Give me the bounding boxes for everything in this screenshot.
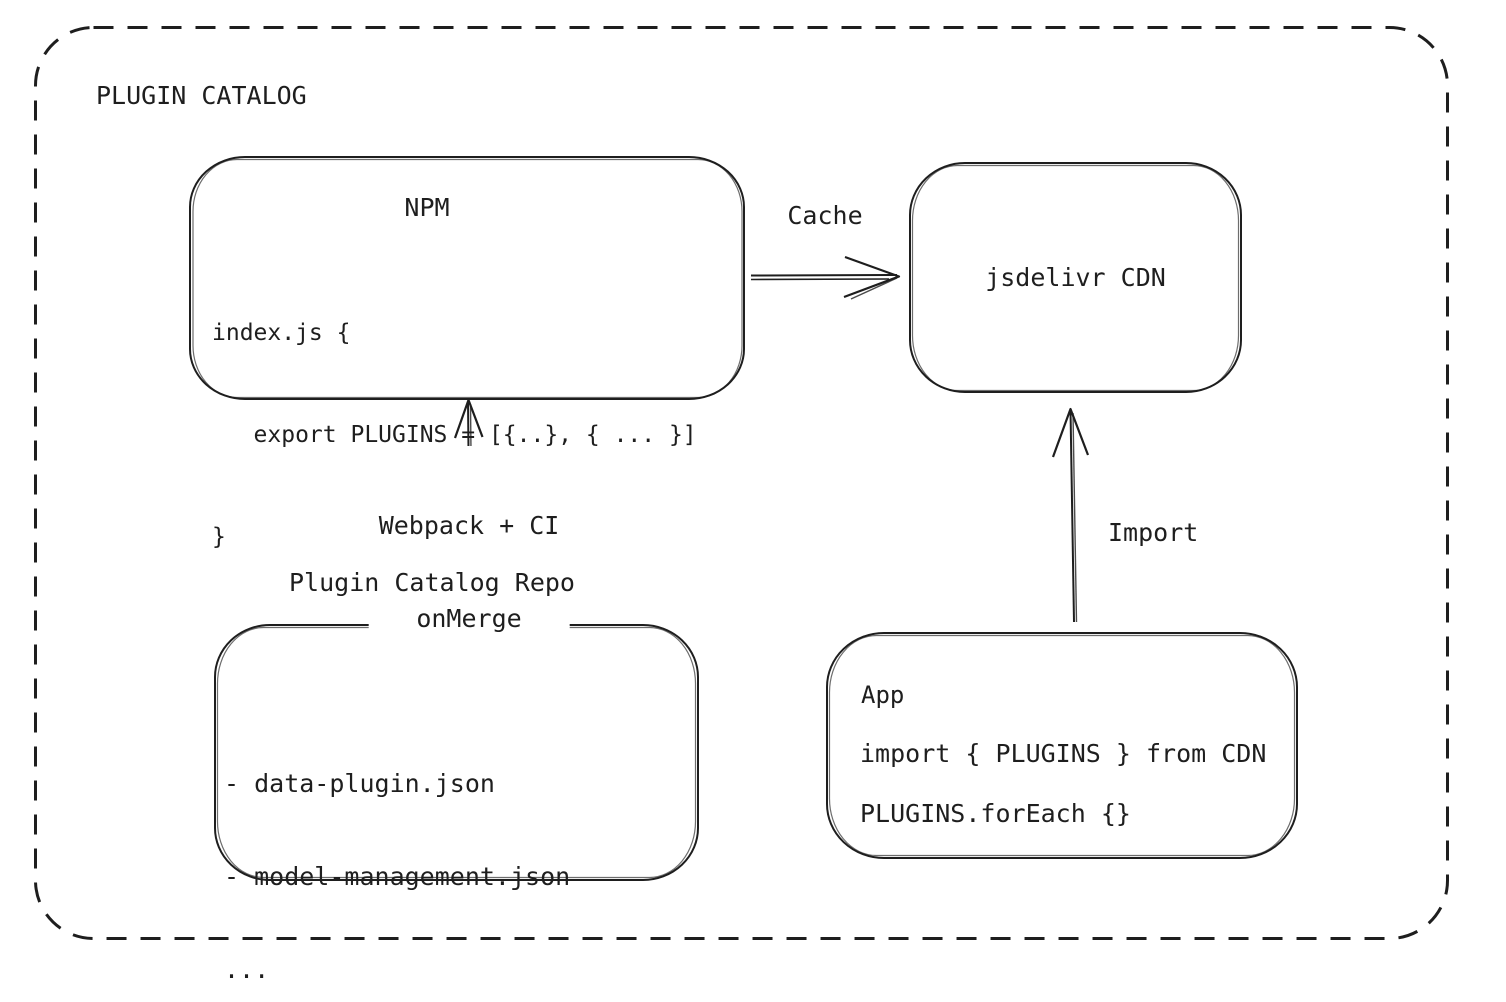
npm-box-title: NPM — [404, 193, 450, 222]
build-arrow-label-line: Webpack + CI — [378, 511, 560, 540]
cdn-box-echo — [911, 164, 1240, 392]
build-arrow-label-line: onMerge — [416, 604, 522, 633]
app-code-line: PLUGINS.forEach {} — [860, 799, 1131, 828]
npm-code-block: index.js { export PLUGINS = [{..}, { ...… — [212, 248, 697, 622]
app-code-line: import { PLUGINS } from CDN — [860, 739, 1267, 768]
diagram-title: PLUGIN CATALOG — [96, 81, 307, 110]
repo-box-title: Plugin Catalog Repo — [289, 568, 575, 597]
import-arrow-label: Import — [1108, 518, 1199, 547]
npm-box — [189, 156, 745, 400]
cache-arrow — [750, 255, 901, 300]
cache-arrow-label: Cache — [787, 201, 863, 230]
npm-code-line: } — [212, 524, 226, 550]
npm-code-line: index.js { — [212, 320, 351, 346]
app-box — [826, 632, 1298, 859]
repo-file-item: ... — [224, 955, 270, 984]
app-box-title: App — [861, 681, 905, 709]
cdn-box — [909, 162, 1242, 393]
app-box-echo — [828, 634, 1296, 857]
cdn-box-label: jsdelivr CDN — [985, 263, 1166, 292]
repo-file-list: - data-plugin.json - model-management.js… — [224, 706, 570, 1002]
repo-file-item: - model-management.json — [224, 862, 571, 891]
import-arrow — [1051, 407, 1090, 623]
repo-file-item: - data-plugin.json — [224, 769, 495, 798]
catalog-boundary-border — [34, 26, 1449, 940]
npm-code-line: export PLUGINS = [{..}, { ... }] — [212, 422, 697, 448]
npm-box-echo — [192, 158, 743, 399]
build-arrow-label: Webpack + CI onMerge — [368, 446, 570, 698]
